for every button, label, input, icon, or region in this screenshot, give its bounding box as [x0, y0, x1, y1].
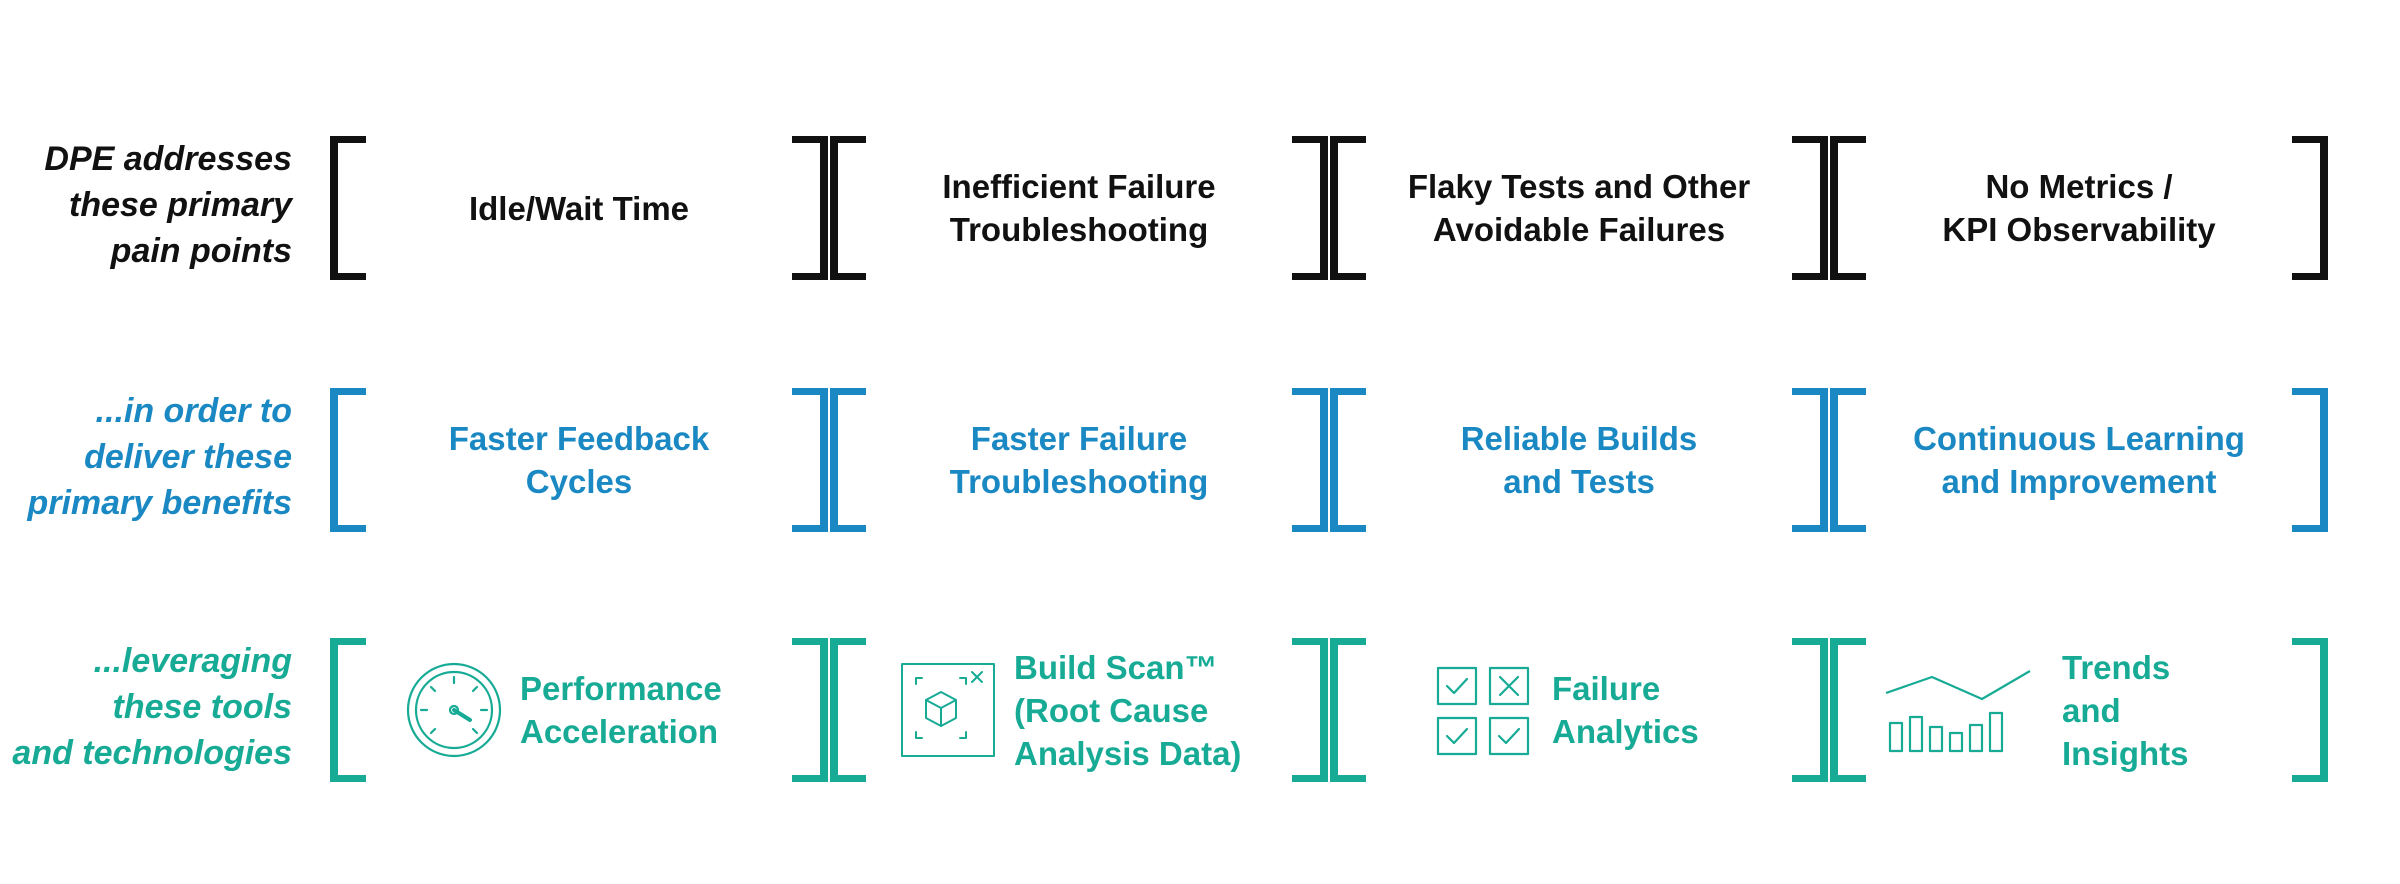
tool-build-scan: Build Scan™ (Root Cause Analysis Data) — [830, 638, 1328, 782]
row-label-line: deliver these — [84, 438, 292, 476]
trend-bar-chart-icon — [1885, 670, 2031, 753]
row-label-benefits: ...in order to deliver these primary ben… — [0, 388, 292, 526]
tool-label: Failure Analytics — [1552, 670, 1699, 750]
pain-point-no-metrics: No Metrics / KPI Observability — [1830, 136, 2328, 280]
cell-label: Inefficient Failure Troubleshooting — [942, 168, 1216, 248]
tool-label: Trends and Insights — [2062, 648, 2189, 772]
cell-label: Flaky Tests and Other Avoidable Failures — [1407, 168, 1751, 248]
speedometer-icon — [406, 662, 502, 758]
right-bracket — [1792, 638, 1828, 782]
cell-label: Faster Failure Troubleshooting — [949, 420, 1209, 500]
row-label-line: these tools — [112, 688, 292, 726]
row-label-line: pain points — [110, 232, 292, 270]
tool-label: Build Scan™ (Root Cause Analysis Data) — [1014, 648, 1242, 772]
cell-label: Faster Feedback Cycles — [448, 420, 710, 500]
row-label-tools: ...leveraging these tools and technologi… — [0, 638, 292, 776]
tool-performance-acceleration: Performance Acceleration — [330, 638, 828, 782]
right-bracket — [2292, 388, 2328, 532]
row-label-pain-points: DPE addresses these primary pain points — [0, 136, 292, 274]
left-bracket — [1330, 136, 1366, 280]
row-label-line: these primary — [69, 186, 292, 224]
tool-failure-analytics: Failure Analytics — [1330, 638, 1828, 782]
left-bracket — [1830, 136, 1866, 280]
right-bracket — [2292, 638, 2328, 782]
row-label-line: ...leveraging — [93, 642, 292, 680]
left-bracket — [330, 638, 366, 782]
benefit-continuous-learning: Continuous Learning and Improvement — [1830, 388, 2328, 532]
row-label-line: primary benefits — [27, 484, 292, 522]
checklist-grid-icon — [1436, 666, 1530, 756]
left-bracket — [1330, 638, 1366, 782]
right-bracket — [2292, 136, 2328, 280]
cell-label: Reliable Builds and Tests — [1460, 420, 1698, 500]
pain-point-inefficient-troubleshooting: Inefficient Failure Troubleshooting — [830, 136, 1328, 280]
benefit-faster-feedback: Faster Feedback Cycles — [330, 388, 828, 532]
tool-label: Performance Acceleration — [520, 670, 722, 750]
left-bracket — [330, 136, 366, 280]
benefit-reliable-builds: Reliable Builds and Tests — [1330, 388, 1828, 532]
left-bracket — [830, 388, 866, 532]
left-bracket — [830, 638, 866, 782]
right-bracket — [1292, 136, 1328, 280]
benefit-faster-troubleshooting: Faster Failure Troubleshooting — [830, 388, 1328, 532]
right-bracket — [1292, 388, 1328, 532]
build-scan-cube-icon — [901, 663, 995, 757]
right-bracket — [792, 136, 828, 280]
right-bracket — [792, 638, 828, 782]
left-bracket — [1830, 638, 1866, 782]
row-label-line: and technologies — [12, 734, 292, 772]
cell-label: Idle/Wait Time — [468, 189, 690, 227]
pain-point-idle-wait-time: Idle/Wait Time — [330, 136, 828, 280]
left-bracket — [830, 136, 866, 280]
right-bracket — [792, 388, 828, 532]
pain-point-flaky-tests: Flaky Tests and Other Avoidable Failures — [1330, 136, 1828, 280]
right-bracket — [1792, 136, 1828, 280]
left-bracket — [330, 388, 366, 532]
right-bracket — [1292, 638, 1328, 782]
left-bracket — [1830, 388, 1866, 532]
cell-label: No Metrics / KPI Observability — [1942, 168, 2216, 248]
row-label-line: DPE addresses — [44, 140, 292, 178]
right-bracket — [1792, 388, 1828, 532]
tool-trends-insights: Trends and Insights — [1830, 638, 2328, 782]
row-label-line: ...in order to — [95, 392, 292, 430]
left-bracket — [1330, 388, 1366, 532]
cell-label: Continuous Learning and Improvement — [1913, 420, 2245, 500]
